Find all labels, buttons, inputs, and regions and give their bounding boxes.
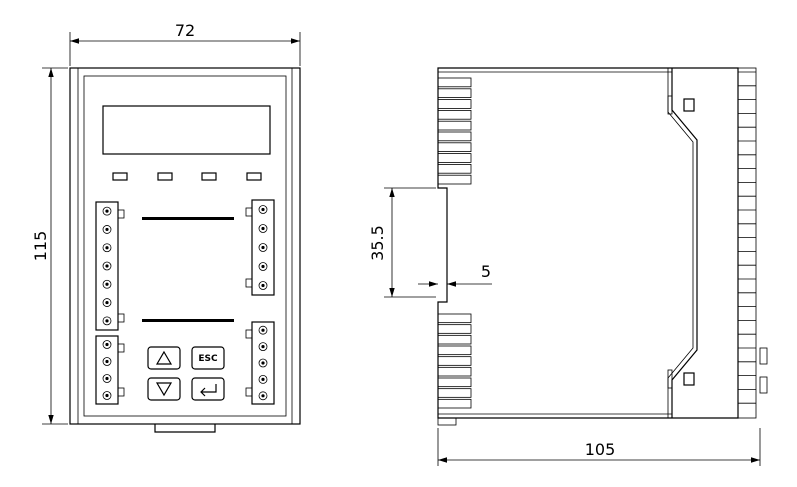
led-1 [112, 172, 128, 181]
terminal-screw [258, 205, 268, 214]
led-2 [157, 172, 173, 181]
fin [437, 345, 472, 356]
front-width-label: 72 [175, 21, 195, 40]
terminal-screw [102, 340, 112, 349]
esc-label: ESC [198, 354, 218, 364]
fin [437, 398, 472, 409]
enter-button[interactable] [191, 377, 225, 401]
fin [437, 99, 472, 109]
cooling-fins-right [738, 71, 756, 404]
terminal-screw [258, 358, 268, 368]
led-4 [246, 172, 262, 181]
fin [437, 388, 472, 398]
dim-front-height: 115 [31, 67, 68, 425]
fin [437, 142, 472, 153]
label-slot-upper [142, 217, 234, 220]
terminal-screw [102, 374, 112, 383]
label-slot-lower [142, 319, 234, 322]
fin [437, 366, 472, 377]
clip-lower [683, 372, 695, 386]
fin [437, 120, 472, 131]
terminal-screw [102, 261, 112, 271]
terminal-screw [102, 225, 112, 234]
terminal-screw [102, 357, 112, 366]
triangle-down-icon [155, 382, 173, 397]
terminal-screw [258, 262, 268, 271]
side-connector-2 [759, 376, 768, 394]
dim-side-depth: 105 [437, 428, 761, 466]
terminal-screw [102, 206, 112, 216]
terminal-screw [258, 281, 268, 290]
terminal-screw [258, 374, 268, 384]
fin [437, 77, 472, 88]
rail-height-label: 35.5 [368, 225, 387, 261]
terminal-screw [258, 243, 268, 252]
rail-gap-label: 5 [481, 262, 491, 281]
fin [437, 313, 472, 324]
front-view: ESC 72 115 [31, 21, 301, 433]
terminal-screw [102, 279, 112, 289]
terminal-screw [258, 342, 268, 352]
fin [437, 324, 472, 334]
terminal-screw [102, 391, 112, 400]
fin [437, 356, 472, 366]
dim-rail-gap: 5 [418, 262, 492, 287]
down-button[interactable] [147, 377, 181, 401]
front-housing-outline [69, 67, 301, 425]
fin [437, 88, 472, 99]
terminal-screw [258, 224, 268, 233]
bottom-latch [154, 424, 216, 433]
front-height-label: 115 [31, 231, 50, 262]
cooling-fins-left [437, 77, 472, 409]
terminal-block [95, 335, 125, 405]
fin [437, 334, 472, 345]
fin [437, 153, 472, 163]
terminal-screw [102, 316, 112, 326]
terminal-screw [102, 298, 112, 307]
terminal-screw [258, 325, 268, 335]
side-connector-1 [759, 347, 768, 365]
triangle-up-icon [155, 350, 173, 365]
fin [437, 110, 472, 120]
side-depth-label: 105 [585, 440, 616, 459]
enter-arrow-icon [200, 384, 217, 397]
lcd-display [102, 105, 271, 155]
fin [437, 163, 472, 174]
terminal-screw [102, 243, 112, 253]
terminal-block [245, 321, 275, 405]
terminal-screw [258, 391, 268, 401]
terminal-block [245, 199, 275, 296]
terminal-block [95, 201, 125, 331]
keypad: ESC [147, 346, 225, 401]
esc-button[interactable]: ESC [191, 346, 225, 370]
front-bezel [83, 75, 287, 417]
clip-upper [683, 98, 695, 112]
up-button[interactable] [147, 346, 181, 370]
led-3 [201, 172, 217, 181]
front-housing-rib-left [77, 67, 293, 425]
dim-rail-height: 35.5 [368, 187, 436, 298]
fin [437, 131, 472, 142]
bottom-foot [437, 417, 457, 426]
fin [437, 174, 472, 185]
dim-front-width: 72 [69, 21, 301, 66]
fin [437, 377, 472, 388]
front-ribs [737, 67, 757, 419]
side-view: 105 35.5 5 [368, 67, 768, 466]
terminal-blocks [95, 199, 275, 405]
status-leds [112, 172, 262, 181]
